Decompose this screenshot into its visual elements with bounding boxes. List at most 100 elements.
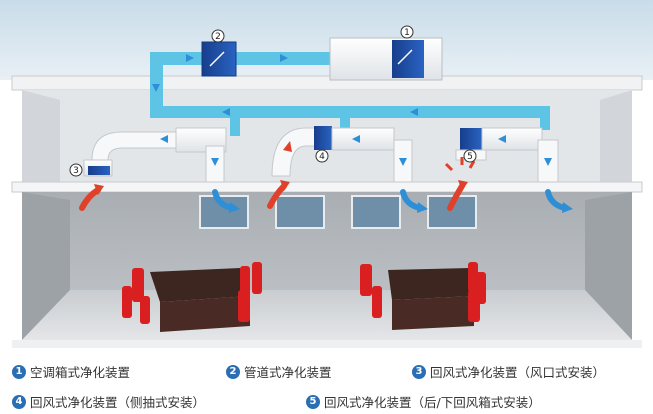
arrowhead-icon: [94, 184, 104, 195]
sky-background: [0, 0, 653, 80]
callout-3: 3: [69, 163, 83, 177]
chair: [372, 286, 382, 318]
legend-label: 回风式净化装置（风口式安装）: [430, 365, 606, 380]
room-floor: [22, 290, 632, 340]
chair: [140, 296, 150, 324]
return-air-arrow-icon: [79, 187, 101, 211]
legend-label: 管道式净化装置: [244, 365, 332, 380]
legend: 1 空调箱式净化装置 2 管道式净化装置 3 回风式净化装置（风口式安装） 4 …: [0, 352, 653, 414]
arrowhead-icon: [417, 202, 428, 213]
legend-item-2: 2 管道式净化装置: [226, 362, 332, 381]
legend-item-3: 3 回风式净化装置（风口式安装）: [412, 362, 605, 381]
legend-number: 1: [12, 364, 26, 379]
callout-number: 1: [404, 28, 410, 38]
box-purifier-5: [460, 128, 482, 150]
callout-5: 5: [463, 149, 477, 163]
return-unit-3-assembly: [83, 127, 227, 183]
chairs: [122, 262, 262, 324]
callout-4: 4: [315, 149, 329, 163]
arrowhead-icon: [458, 180, 468, 191]
fan-coil-box: [331, 127, 395, 151]
side-purifier-4: [314, 126, 332, 150]
legend-label: 空调箱式净化装置: [30, 365, 131, 380]
legend-number: 5: [306, 394, 320, 409]
flow-arrow-icon: [410, 108, 418, 116]
table-top: [150, 268, 250, 302]
ahu-housing: [329, 37, 443, 81]
flow-arrow-icon: [498, 135, 506, 143]
chair: [132, 268, 144, 302]
legend-item-1: 1 空调箱式净化装置: [12, 362, 130, 381]
flow-arrow-icon: [160, 135, 168, 143]
arrowhead-icon: [468, 160, 476, 169]
callout-number: 4: [319, 152, 325, 162]
flow-arrow-icon: [399, 158, 407, 166]
arrowhead-icon: [562, 202, 573, 213]
flow-arrow-icon: [186, 54, 194, 62]
return-air-arrowheads: [94, 141, 476, 195]
table-top: [388, 268, 474, 300]
chair: [360, 264, 372, 296]
return-unit-5-assembly: [455, 127, 559, 183]
legend-item-4: 4 回风式净化装置（侧抽式安装）: [12, 392, 205, 411]
callout-2: 2: [211, 29, 225, 43]
chair: [252, 262, 262, 294]
room-right-wall: [585, 192, 632, 340]
fan-coil-box: [481, 127, 543, 151]
flow-arrow-icon: [211, 158, 219, 166]
arrowhead-icon: [280, 180, 290, 191]
branch-duct-2: [340, 106, 350, 132]
branch-duct-3: [540, 106, 550, 130]
ahu-purifier-module: [392, 40, 424, 78]
chair: [122, 286, 132, 318]
chair: [468, 290, 480, 322]
table-base: [160, 296, 250, 332]
flow-arrow-icon: [222, 108, 230, 116]
plenum-left-wall: [22, 90, 60, 182]
device-logo-icon: [397, 49, 413, 65]
window: [351, 195, 401, 229]
roof-slab: [11, 75, 643, 91]
legend-number: 3: [412, 364, 426, 379]
chair: [238, 290, 250, 322]
room-left-wall: [22, 192, 70, 340]
window: [275, 195, 325, 229]
grille-purifier-3: [88, 166, 110, 175]
chair: [468, 262, 478, 292]
supply-air-arrowheads: [229, 202, 573, 213]
arrowhead-icon: [283, 141, 292, 152]
legend-number: 2: [226, 364, 240, 379]
return-unit-4-assembly: [271, 126, 413, 183]
flow-arrow-icon: [152, 84, 160, 92]
flow-arrow-icon: [352, 135, 360, 143]
callout-badges: 1 2 3 4 5: [69, 25, 477, 177]
arrowhead-icon: [444, 162, 454, 172]
window: [199, 195, 249, 229]
return-air-arrow-icon: [267, 183, 287, 209]
flow-arrow-icon: [280, 54, 288, 62]
arrowhead-icon: [229, 202, 240, 213]
flow-arrow-icon: [544, 158, 552, 166]
dining-set-right: [360, 262, 486, 330]
ahu-unit-1: [329, 37, 443, 81]
callout-number: 5: [467, 152, 473, 162]
floor-slab: [12, 340, 642, 348]
chairs: [360, 262, 486, 322]
callout-1: 1: [400, 25, 414, 39]
legend-number: 4: [12, 394, 26, 409]
duct-purifier-body: [201, 41, 237, 77]
duct-flow-arrows: [152, 54, 552, 166]
legend-label: 回风式净化装置（后/下回风箱式安装）: [324, 395, 541, 410]
duct-purifier-2: [201, 41, 237, 77]
dining-set-left: [122, 262, 262, 332]
table-base: [392, 296, 474, 330]
branch-duct-1: [230, 106, 240, 136]
callout-number: 2: [215, 32, 221, 42]
callout-number: 3: [73, 166, 79, 176]
building-cutaway: 1 2 3 4 5: [0, 0, 653, 348]
device-logo-icon: [209, 51, 225, 67]
fan-coil-box: [175, 127, 227, 153]
plenum-right-wall: [600, 90, 632, 182]
legend-item-5: 5 回风式净化装置（后/下回风箱式安装）: [306, 392, 541, 411]
